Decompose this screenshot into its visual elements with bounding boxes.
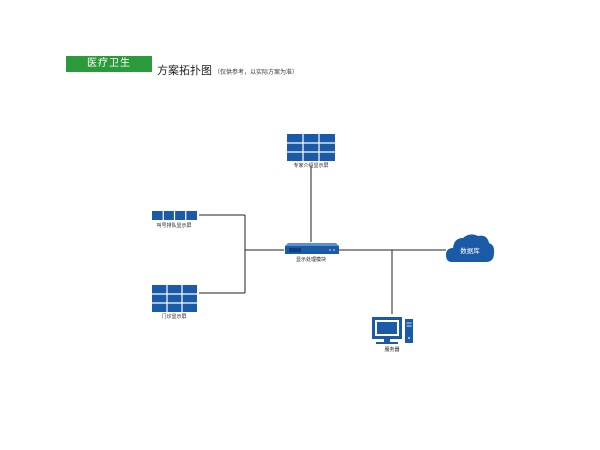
cloud-icon xyxy=(446,234,495,262)
desktop-computer-icon xyxy=(372,317,413,344)
database-label: 数据库 xyxy=(460,247,480,255)
rack-device-icon xyxy=(285,243,339,254)
expert-screen-label: 专家介绍显示屏 xyxy=(293,163,329,169)
category-tag: 医疗卫生 xyxy=(66,56,152,72)
queue-screen-label: 叫号排队显示屏 xyxy=(156,223,192,229)
title-text: 方案拓扑图 xyxy=(157,64,212,77)
led-strip-display-icon xyxy=(152,211,197,220)
video-wall-icon xyxy=(287,134,335,161)
processor-label: 显示处理模块 xyxy=(295,257,327,263)
clinic-screen-label: 门诊显示屏 xyxy=(161,314,187,320)
connection-lines xyxy=(199,166,446,314)
video-wall-icon-clinic xyxy=(152,285,197,312)
server-label: 服务器 xyxy=(384,347,400,353)
title-note: （仅供参考，以实际方案为准） xyxy=(214,69,299,76)
diagram-title: 方案拓扑图（仅供参考，以实际方案为准） xyxy=(157,62,298,78)
